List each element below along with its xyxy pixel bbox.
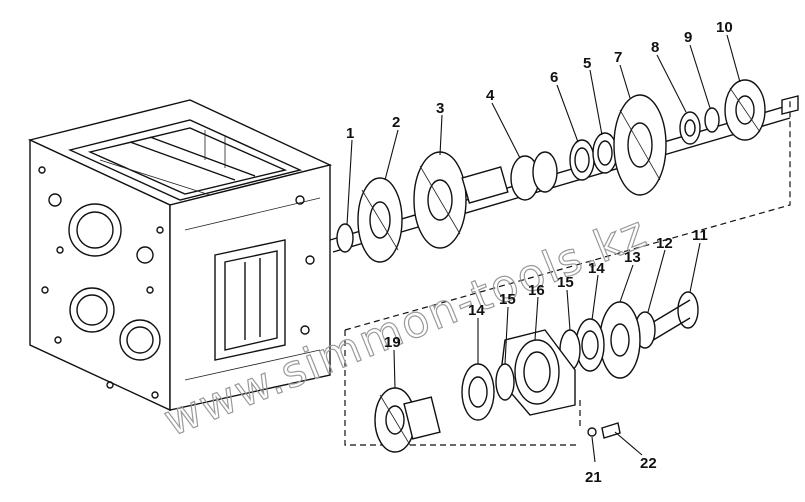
lower-assembly-boundary	[344, 330, 580, 446]
gearbox-housing	[27, 99, 333, 412]
part-11-shaft	[677, 291, 699, 329]
part-8-washer	[679, 111, 701, 145]
part-1-shaft-end	[336, 223, 354, 253]
callout-12: 12	[656, 235, 673, 252]
lower-shaft-assembly	[374, 291, 699, 453]
part-21-bolt	[587, 427, 597, 437]
callout-1: 1	[346, 125, 354, 142]
callout-3: 3	[436, 100, 444, 117]
callout-15-left: 15	[499, 291, 516, 308]
callout-15-right: 15	[557, 274, 574, 291]
callout-21: 21	[585, 469, 602, 486]
callout-labels: 1 2 3 4 5 6 7 8 9 10 11 12 13 14 14 15 1…	[346, 19, 733, 486]
callout-16: 16	[528, 282, 545, 299]
upper-assembly-boundary	[344, 100, 791, 331]
part-13-flange	[599, 301, 641, 379]
part-15-ring-left	[495, 363, 515, 401]
callout-5: 5	[583, 55, 591, 72]
callout-19: 19	[384, 334, 401, 351]
part-5-bearing	[592, 132, 618, 174]
callout-14-right: 14	[588, 260, 605, 277]
callout-6: 6	[550, 69, 558, 86]
callout-14-left: 14	[468, 302, 485, 319]
callout-8: 8	[651, 39, 659, 56]
callout-22: 22	[640, 455, 657, 472]
callout-leaders	[346, 34, 741, 463]
callout-10: 10	[716, 19, 733, 36]
callout-13: 13	[624, 249, 641, 266]
callout-2: 2	[392, 114, 400, 131]
callout-9: 9	[684, 29, 692, 46]
part-22-washer	[601, 422, 621, 439]
callout-7: 7	[614, 49, 622, 66]
part-6-ring	[569, 139, 595, 181]
part-9-ring	[704, 107, 720, 133]
callout-4: 4	[486, 87, 495, 104]
part-14-bearing-left	[461, 363, 495, 421]
upper-shaft-assembly	[329, 79, 799, 263]
callout-11: 11	[692, 227, 708, 244]
